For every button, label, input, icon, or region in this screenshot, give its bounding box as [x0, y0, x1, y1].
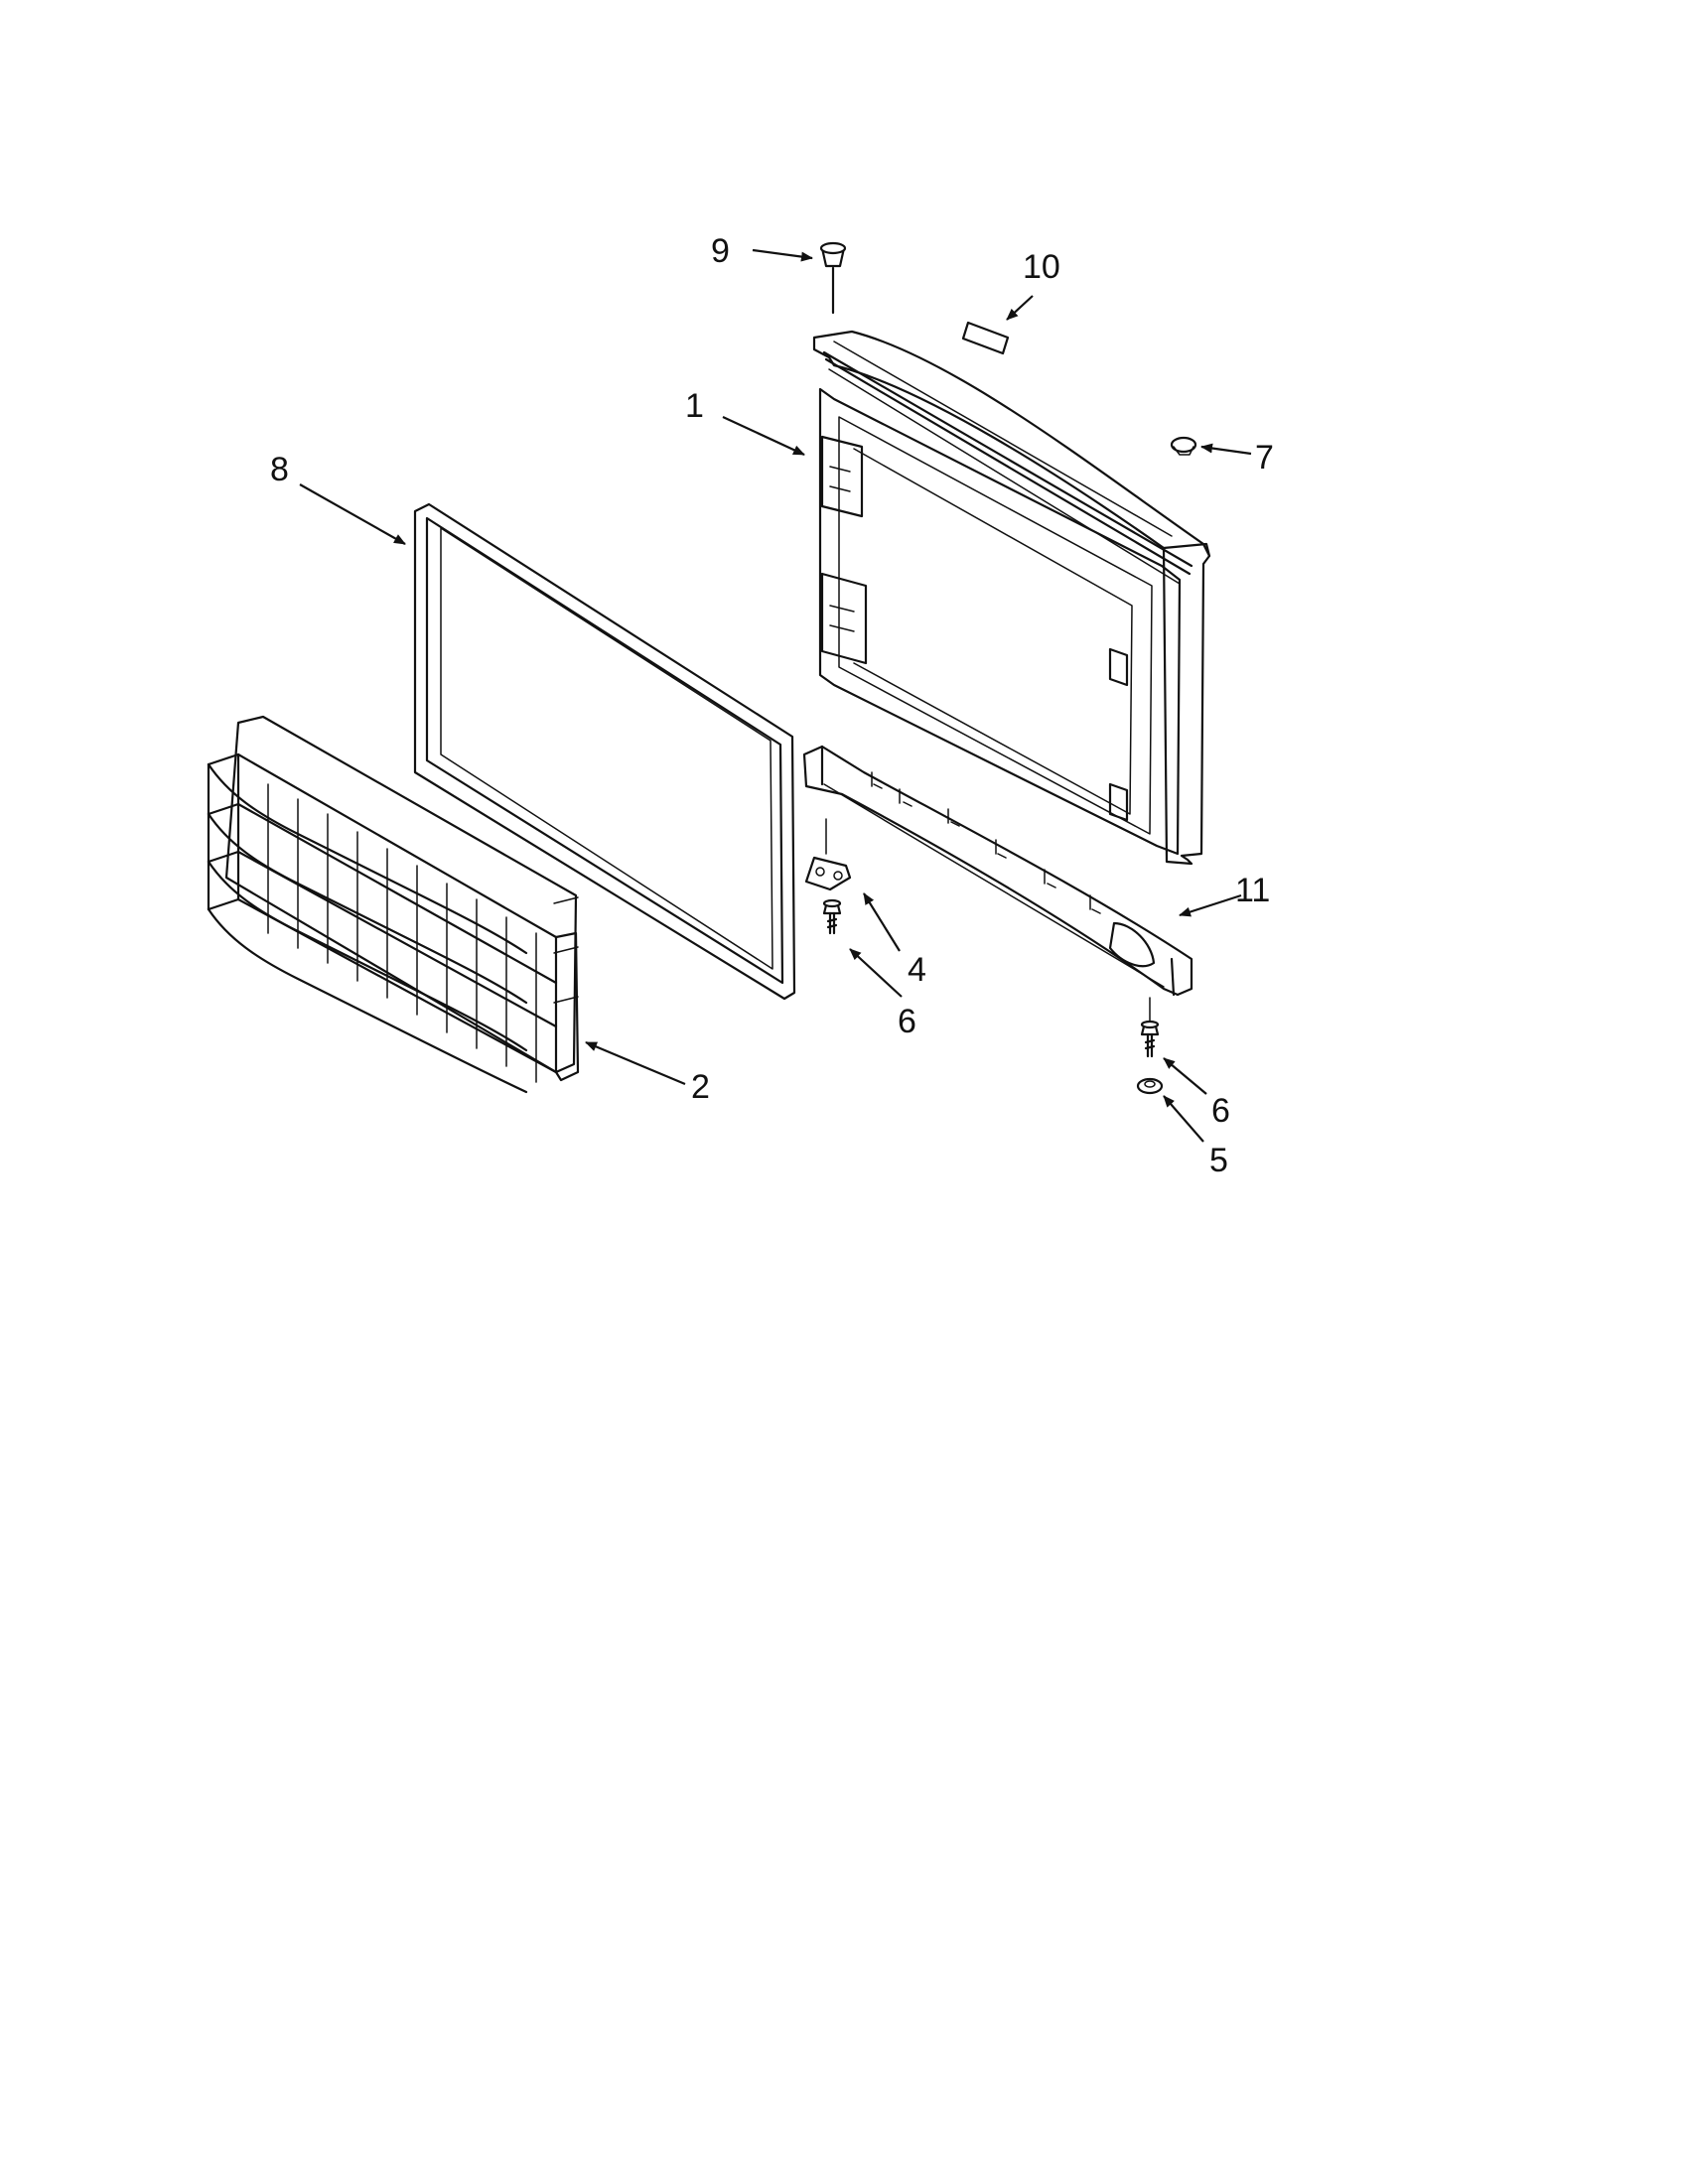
leader-10	[1006, 295, 1034, 321]
callout-5: 5	[1209, 1142, 1228, 1179]
plug-7-part	[1170, 436, 1197, 456]
leader-6-left	[849, 948, 903, 998]
leader-4	[863, 892, 901, 952]
leader-11	[1179, 893, 1242, 917]
callout-7: 7	[1255, 439, 1274, 477]
callout-11: 11	[1235, 872, 1270, 909]
callout-4: 4	[908, 951, 926, 989]
callout-9: 9	[711, 232, 730, 270]
callout-8: 8	[270, 451, 289, 488]
leader-5	[1163, 1095, 1204, 1143]
screw-6-left-part	[822, 898, 842, 935]
leader-6-right	[1163, 1057, 1207, 1095]
callout-10: 10	[1023, 248, 1060, 286]
callout-labels: 9 10 1 7 8 2 4 6 11 6 5	[270, 232, 1274, 1179]
callout-6-right: 6	[1211, 1092, 1230, 1130]
leader-lines	[299, 248, 1252, 1143]
door-gasket-part	[413, 502, 796, 1001]
handle-trim-part	[802, 745, 1193, 997]
callout-2: 2	[691, 1068, 710, 1106]
leader-2	[585, 1040, 686, 1086]
callout-1: 1	[685, 387, 704, 425]
nut-5-part	[1136, 1077, 1164, 1095]
leader-9	[752, 248, 813, 262]
screw-6-right-part	[1140, 997, 1160, 1058]
leader-1	[722, 416, 805, 456]
wire-basket-part	[207, 715, 580, 1094]
leader-7	[1200, 443, 1252, 456]
leader-8	[299, 483, 406, 545]
screw-9-part	[819, 241, 847, 315]
callout-6-left: 6	[898, 1003, 916, 1040]
label-10-part	[961, 321, 1010, 355]
door-panel-part	[812, 330, 1211, 866]
hinge-bracket-4-part	[804, 818, 852, 891]
